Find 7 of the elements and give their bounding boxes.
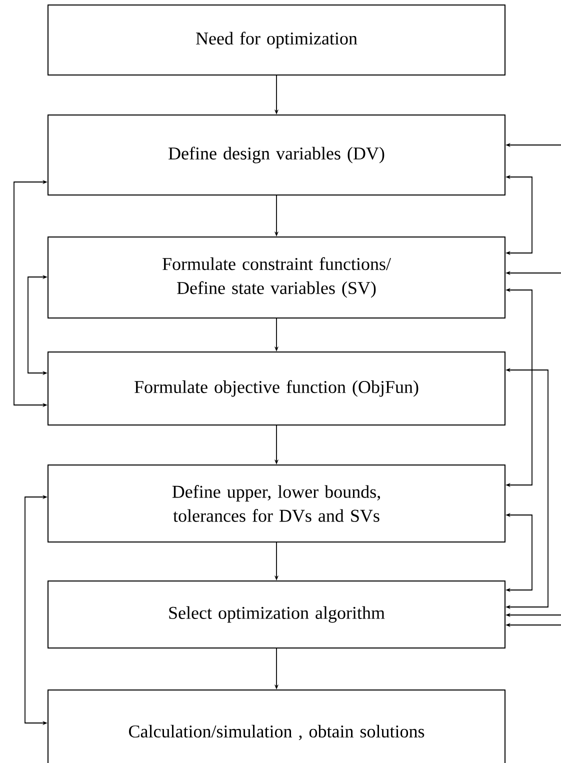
process-box: Need for optimization [48,4,506,76]
process-box: Formulate objective function (ObjFun) [48,352,506,426]
process-box: Select optimization algorithm [48,580,506,648]
process-box: Calculation/simulation , obtain solutions [48,690,506,763]
process-box: Formulate constraint functions/ Define state variables (SV) [48,236,506,318]
process-box: Define design variables (DV) [48,114,506,196]
process-box: Define upper, lower bounds, tolerances for DVs and SVs [48,464,506,542]
